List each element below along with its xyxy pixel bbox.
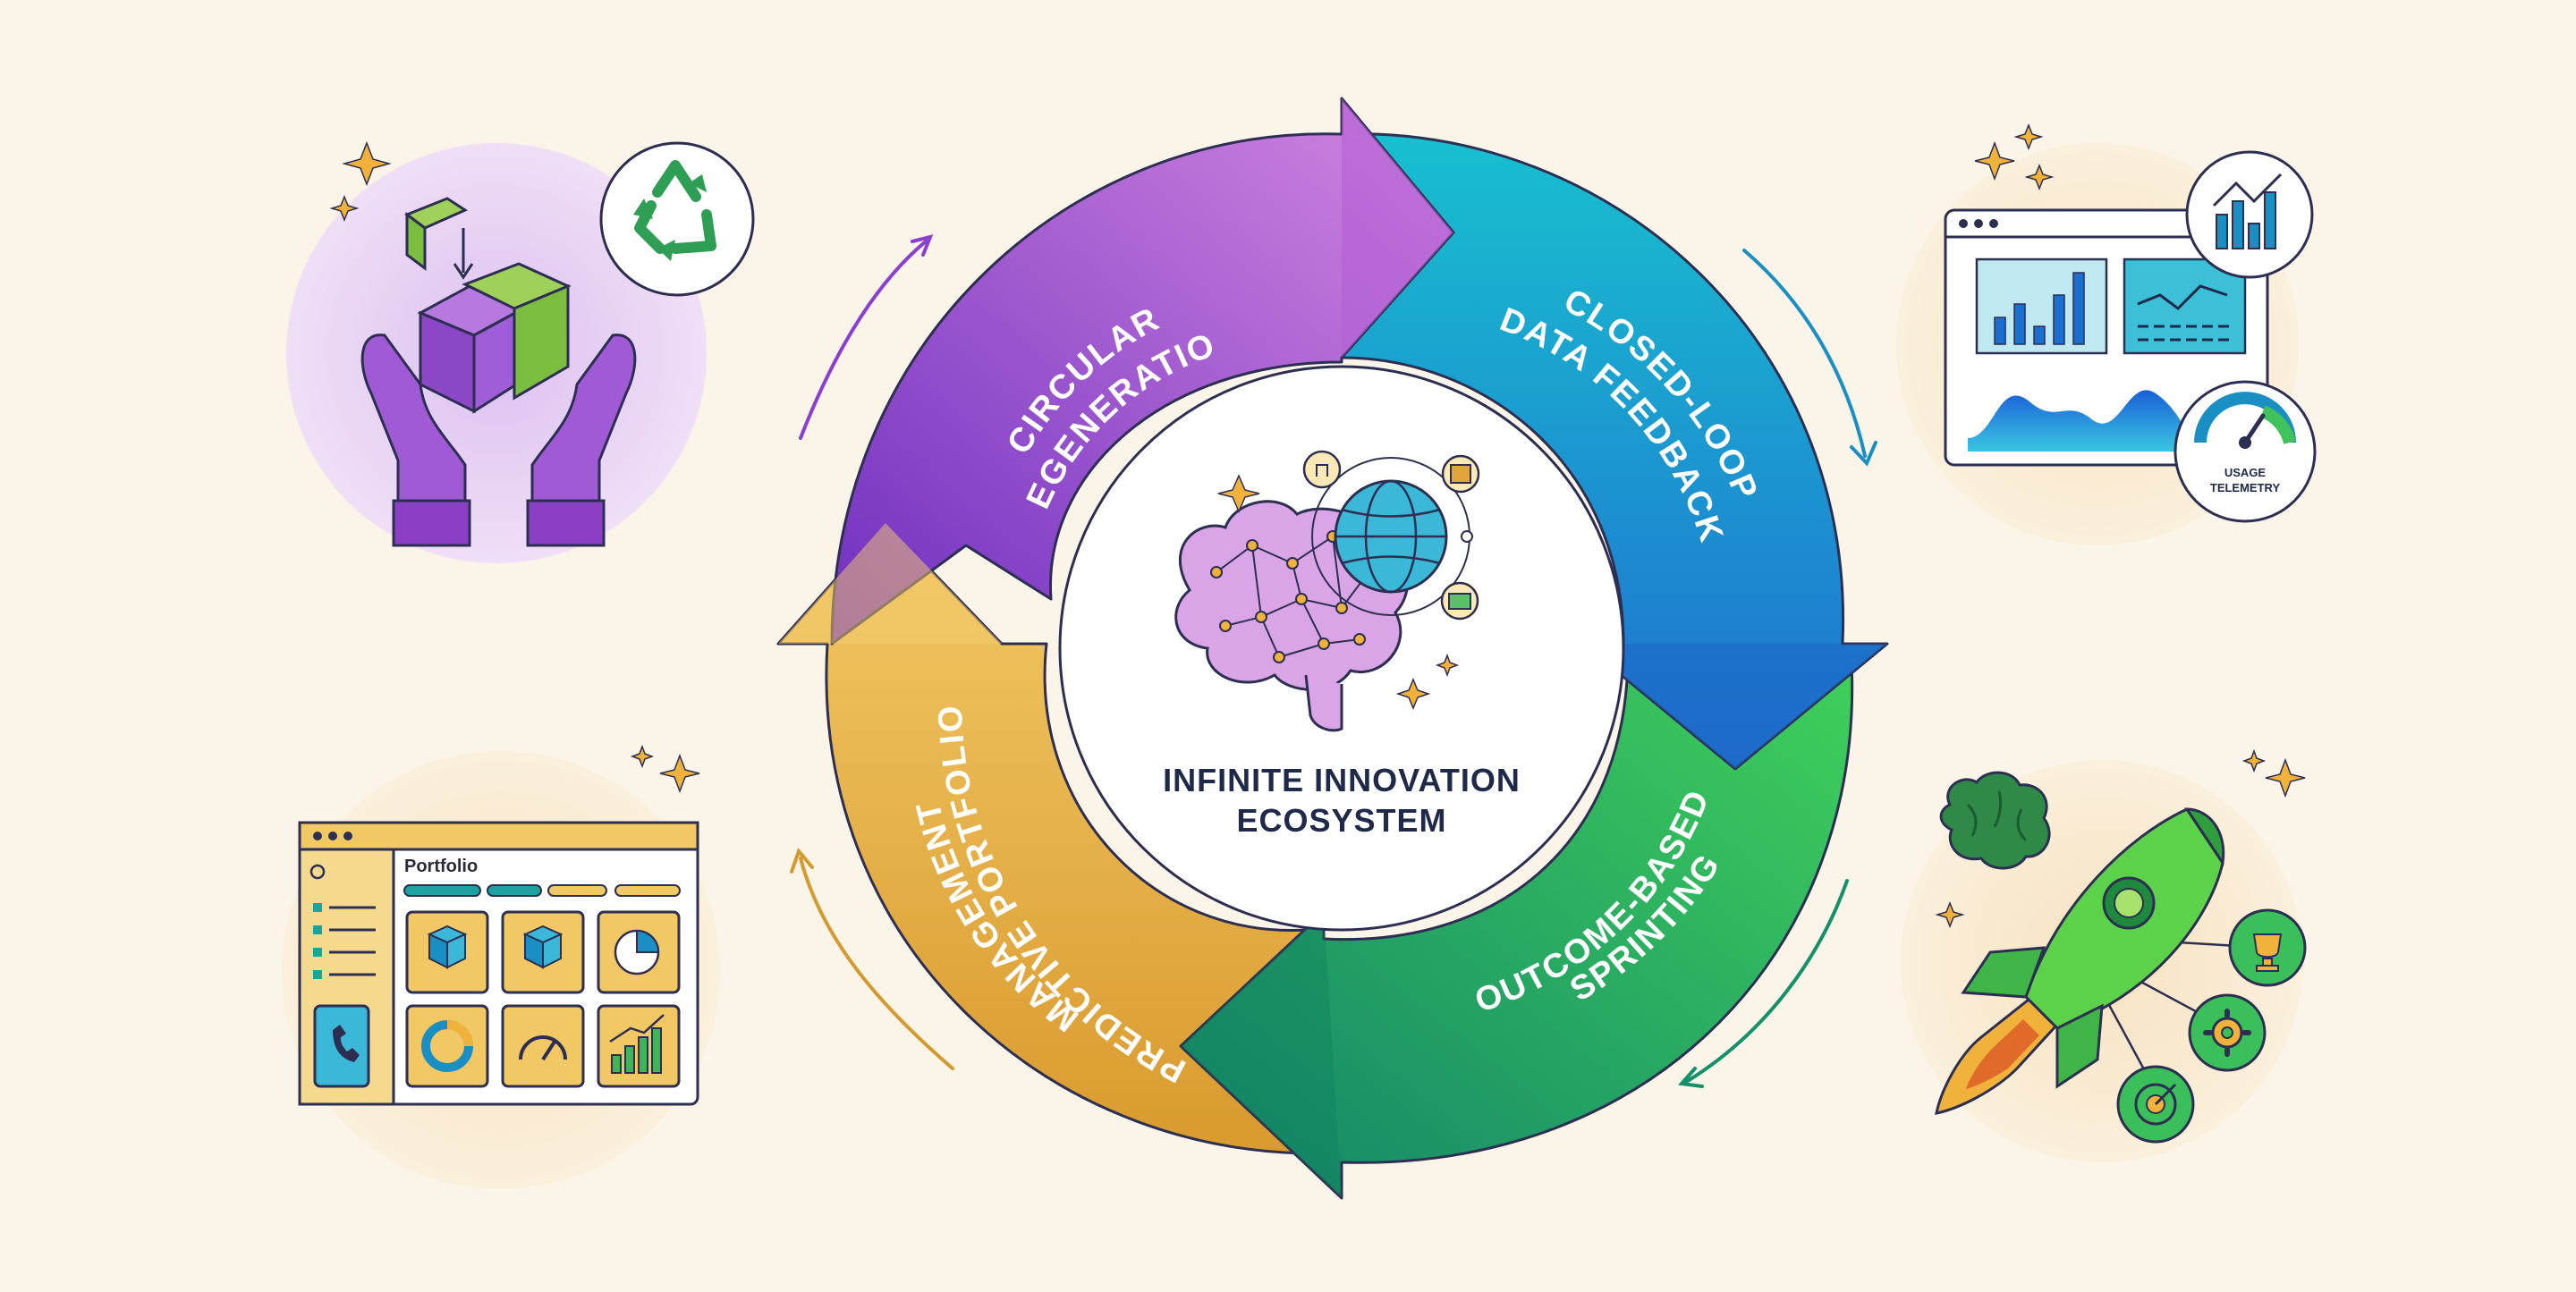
purple-arrowhead-shade <box>1342 98 1453 358</box>
globe-icon <box>1311 457 1470 616</box>
donut-chart-icon <box>421 1020 473 1072</box>
accent-arrows <box>790 234 1877 1088</box>
pie-chart-icon <box>614 929 660 975</box>
teal-arrowhead-shade <box>1583 644 1887 769</box>
sparkle-icon <box>1974 122 2055 191</box>
gold-arrowhead-shade <box>778 523 1002 644</box>
portfolio-illustration: Portfolio <box>282 744 720 1189</box>
teal-accent-arrow <box>1742 249 1867 458</box>
sparkle-icon <box>1217 474 1460 710</box>
segment-closed-loop-feedback <box>1340 132 1889 771</box>
target-icon <box>2116 1065 2195 1144</box>
center-title-line2: ECOSYSTEM <box>1236 802 1446 839</box>
recycle-icon <box>599 141 755 297</box>
gauge-icon: USAGE TELEMETRY <box>2174 380 2317 523</box>
box-icon <box>427 925 564 969</box>
briefcase-icon <box>1440 581 1479 621</box>
bar-chart-icon <box>2185 150 2314 279</box>
sparkle-icon <box>1935 748 2306 929</box>
regeneration-illustration <box>286 140 755 563</box>
green-accent-arrow <box>1684 879 1849 1084</box>
telemetry-label-telemetry: TELEMETRY <box>2210 481 2281 494</box>
segment-circular-regeneration <box>830 97 1455 646</box>
data-feedback-illustration: USAGE TELEMETRY <box>1896 122 2317 545</box>
segment-outcome-sprinting <box>1179 660 1854 1200</box>
brain-icon <box>1939 771 2051 870</box>
sprinting-illustration <box>1901 748 2307 1162</box>
hands-holding-box-icon <box>360 197 637 547</box>
green-arrowhead-shade <box>1181 912 1342 1198</box>
cycle-ring <box>776 97 1889 1200</box>
rocket-icon <box>1935 807 2225 1115</box>
portfolio-window-icon: Portfolio <box>298 821 699 1106</box>
phone-icon <box>313 1004 370 1088</box>
box-icon <box>1441 454 1480 494</box>
gold-accent-arrow <box>799 857 954 1070</box>
trophy-icon <box>2228 908 2307 987</box>
telemetry-label-usage: USAGE <box>2224 466 2267 479</box>
lightbulb-icon <box>1302 450 1342 489</box>
gauge-icon <box>519 1035 567 1061</box>
bar-chart-icon <box>609 1014 665 1074</box>
gear-icon <box>2188 993 2267 1072</box>
network-node <box>1461 530 1473 543</box>
sparkle-icon <box>630 744 700 794</box>
dashboard-window-icon <box>1944 208 2269 467</box>
segment-predictive-portfolio <box>776 521 1317 1155</box>
portfolio-card <box>501 1004 585 1088</box>
sparkle-icon <box>329 140 392 223</box>
portfolio-card <box>405 1004 489 1088</box>
center-title-line1: INFINITE INNOVATION <box>1163 762 1521 798</box>
portfolio-title: Portfolio <box>404 857 478 876</box>
purple-accent-arrow <box>799 240 928 440</box>
